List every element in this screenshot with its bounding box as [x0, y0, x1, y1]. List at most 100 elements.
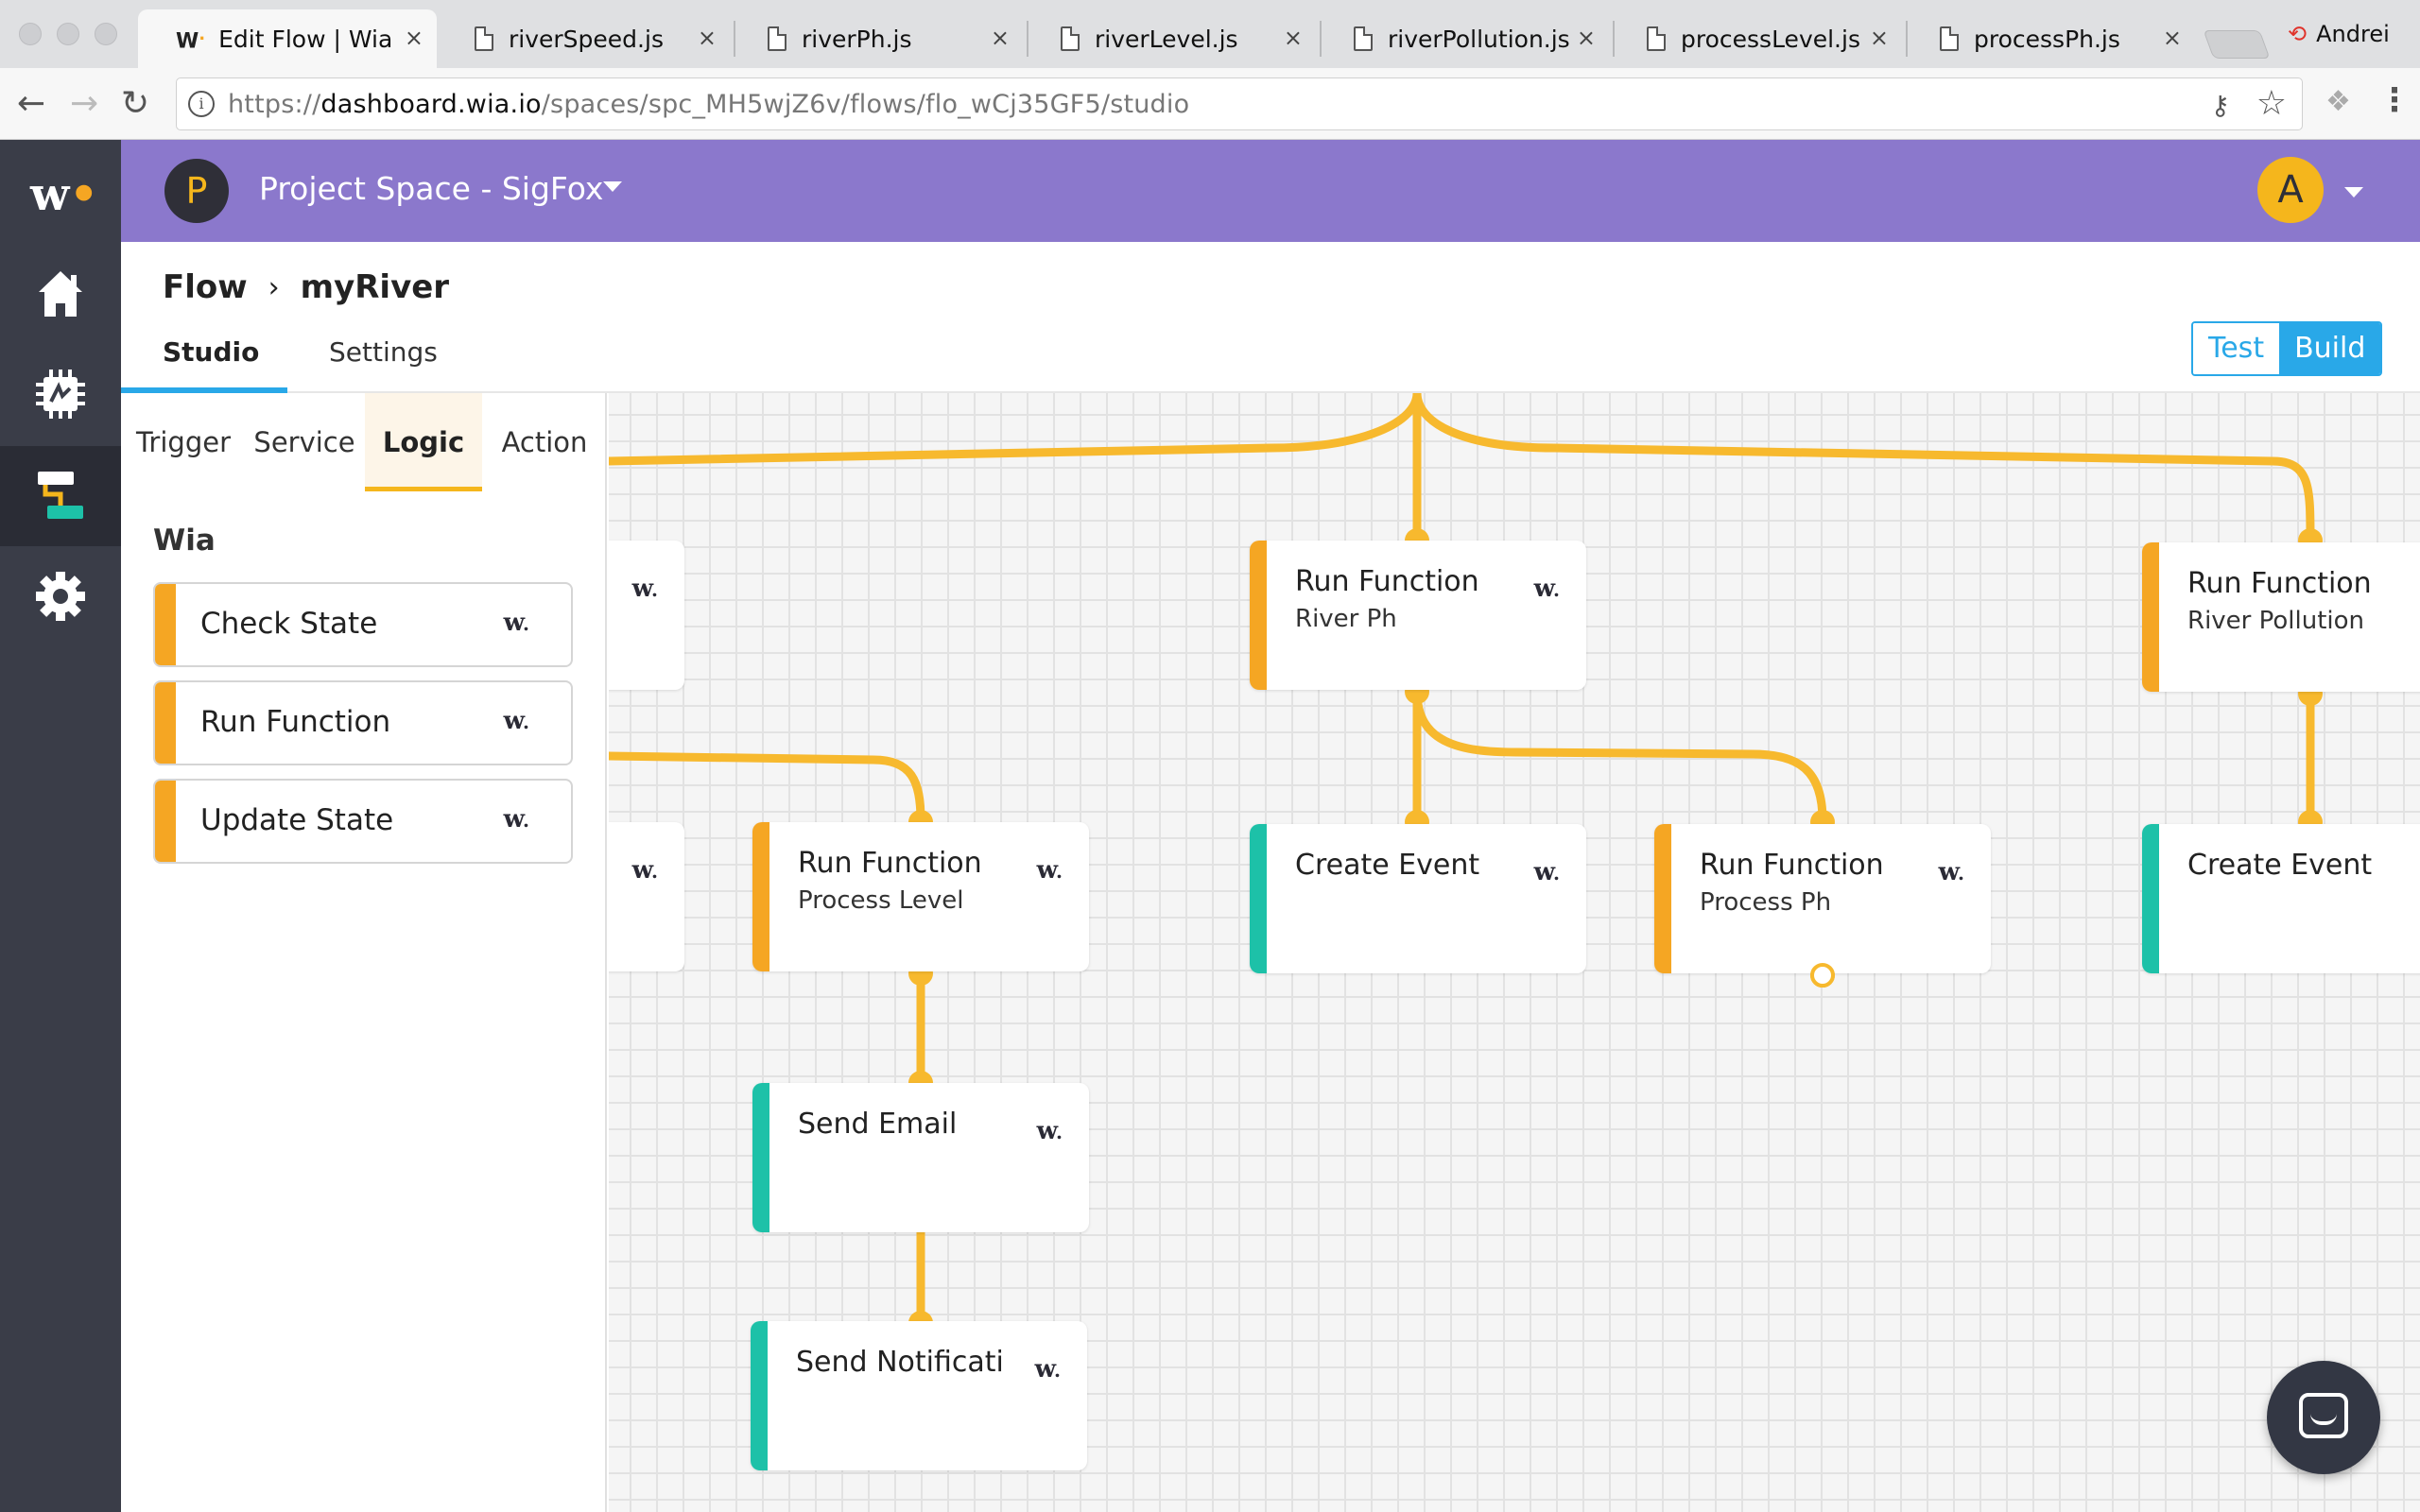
file-icon: [1940, 26, 1959, 51]
palette-section-title: Wia: [153, 524, 216, 558]
flow-node-river-pollution[interactable]: Run Function River Pollution: [2142, 542, 2420, 692]
chip-icon: [36, 369, 85, 419]
flow-node-create-event[interactable]: Create Event w.: [1250, 824, 1586, 973]
build-button[interactable]: Build: [2279, 323, 2381, 374]
chevron-down-icon[interactable]: [603, 181, 622, 192]
bookmark-star-icon[interactable]: ☆: [2256, 84, 2287, 123]
space-avatar[interactable]: P: [164, 159, 229, 223]
dropbox-extension-icon[interactable]: ❖: [2325, 85, 2351, 118]
tab-close-icon[interactable]: ×: [990, 25, 1010, 51]
space-selector[interactable]: Project Space - SigFox: [259, 170, 604, 207]
back-icon[interactable]: ←: [17, 84, 46, 123]
palette-tab-trigger[interactable]: Trigger: [135, 426, 231, 458]
tab-close-icon[interactable]: ×: [697, 25, 717, 51]
tab-studio[interactable]: Studio: [163, 336, 260, 368]
browser-profile[interactable]: ⟲ Andrei: [2288, 21, 2390, 47]
wia-logo-icon: w.: [503, 707, 529, 735]
support-chat-button[interactable]: [2267, 1361, 2380, 1474]
breadcrumb: Flow › myRiver: [163, 268, 449, 306]
sidebar-item-flows[interactable]: [0, 446, 121, 546]
file-icon: [1061, 26, 1080, 51]
sidebar-item-settings[interactable]: [0, 546, 121, 646]
file-icon: [1647, 26, 1666, 51]
window-minimize-button[interactable]: [57, 23, 79, 45]
palette-item-run-function[interactable]: Run Function w.: [153, 680, 573, 765]
browser-tab-riverpollution[interactable]: riverPollution.js ×: [1316, 9, 1609, 68]
flow-canvas[interactable]: w. w. Run Function River Ph w. Run Funct…: [609, 393, 2420, 1512]
flow-node-river-ph[interactable]: Run Function River Ph w.: [1250, 541, 1586, 690]
chevron-down-icon[interactable]: [2344, 187, 2363, 198]
palette-item-check-state[interactable]: Check State w.: [153, 582, 573, 667]
active-tab-indicator: [121, 387, 287, 393]
browser-menu-icon[interactable]: ⋮: [2378, 81, 2411, 119]
flow-node-create-event-2[interactable]: Create Event: [2142, 824, 2420, 973]
flow-node-process-ph[interactable]: Run Function Process Ph w.: [1654, 824, 1991, 973]
tab-close-icon[interactable]: ×: [404, 25, 424, 51]
tab-close-icon[interactable]: ×: [1869, 25, 1889, 51]
user-avatar[interactable]: A: [2257, 157, 2324, 223]
flow-connections: [609, 393, 2323, 1335]
wia-favicon-icon: W.: [176, 24, 206, 54]
file-icon: [768, 26, 786, 51]
browser-tab-riverspeed[interactable]: riverSpeed.js ×: [437, 9, 730, 68]
mode-toggle: Test Build: [2191, 321, 2383, 376]
node-palette: Trigger Service Logic Action Wia Check S…: [121, 393, 607, 1512]
wire: [609, 393, 1422, 466]
palette-tab-service[interactable]: Service: [253, 426, 355, 458]
breadcrumb-separator: ›: [268, 270, 280, 304]
app-sidebar: w•: [0, 140, 121, 1512]
chat-icon: [2299, 1393, 2348, 1438]
page-title: myRiver: [300, 268, 450, 306]
key-icon[interactable]: ⚷: [2210, 90, 2230, 121]
tab-close-icon[interactable]: ×: [1576, 25, 1596, 51]
breadcrumb-flow-link[interactable]: Flow: [163, 268, 248, 306]
browser-tab-riverlevel[interactable]: riverLevel.js ×: [1023, 9, 1316, 68]
flow-node-process-level[interactable]: Run Function Process Level w.: [752, 822, 1089, 971]
tab-settings[interactable]: Settings: [329, 336, 438, 368]
url-text[interactable]: https://dashboard.wia.io/spaces/spc_MH5w…: [228, 89, 1190, 119]
tab-close-icon[interactable]: ×: [1283, 25, 1303, 51]
sidebar-item-devices[interactable]: [0, 344, 121, 444]
browser-tab-processlevel[interactable]: processLevel.js ×: [1609, 9, 1902, 68]
info-icon[interactable]: i: [188, 91, 215, 117]
palette-item-update-state[interactable]: Update State w.: [153, 779, 573, 864]
tab-close-icon[interactable]: ×: [2162, 25, 2182, 51]
reload-icon[interactable]: ↻: [121, 84, 150, 123]
test-button[interactable]: Test: [2193, 323, 2280, 374]
wia-logo-icon: w.: [1036, 856, 1063, 885]
app-header: P Project Space - SigFox A: [121, 140, 2420, 242]
flow-icon: [38, 472, 83, 519]
file-icon: [475, 26, 493, 51]
browser-toolbar: ← → ↻ i https://dashboard.wia.io/spaces/…: [0, 68, 2420, 140]
window-zoom-button[interactable]: [95, 23, 117, 45]
forward-icon[interactable]: →: [70, 84, 99, 123]
wia-logo-icon: w.: [503, 805, 529, 833]
sidebar-item-home[interactable]: [0, 244, 121, 344]
wia-logo-icon: w.: [1036, 1117, 1063, 1145]
browser-tab-bar: W. Edit Flow | Wia × riverSpeed.js × riv…: [0, 0, 2420, 68]
wia-logo-icon: w.: [503, 609, 529, 637]
browser-tab-edit-flow[interactable]: W. Edit Flow | Wia ×: [138, 9, 437, 68]
wia-logo-icon: w.: [1533, 858, 1560, 886]
browser-tab-riverph[interactable]: riverPh.js ×: [730, 9, 1023, 68]
flow-node-send-notification[interactable]: Send Notificati w.: [751, 1321, 1087, 1470]
address-bar[interactable]: i https://dashboard.wia.io/spaces/spc_MH…: [176, 77, 2303, 130]
home-icon: [39, 271, 82, 317]
flow-node-partial[interactable]: w.: [609, 541, 684, 690]
new-tab-button[interactable]: [2203, 30, 2271, 59]
wia-logo-icon: w.: [631, 575, 658, 603]
wia-logo-icon: w.: [1034, 1355, 1061, 1383]
wia-logo[interactable]: w•: [30, 168, 99, 221]
window-close-button[interactable]: [19, 23, 42, 45]
flow-node-partial[interactable]: w.: [609, 822, 684, 971]
sync-icon: ⟲: [2288, 21, 2308, 47]
file-icon: [1354, 26, 1373, 51]
wia-logo-icon: w.: [1938, 858, 1964, 886]
gear-icon: [36, 572, 85, 621]
palette-tab-logic[interactable]: Logic: [365, 393, 482, 491]
wia-logo-icon: w.: [1533, 575, 1560, 603]
palette-tab-action[interactable]: Action: [501, 426, 588, 458]
flow-node-send-email[interactable]: Send Email w.: [752, 1083, 1089, 1232]
browser-tab-processph[interactable]: processPh.js ×: [1902, 9, 2195, 68]
output-port[interactable]: [1809, 962, 1836, 988]
